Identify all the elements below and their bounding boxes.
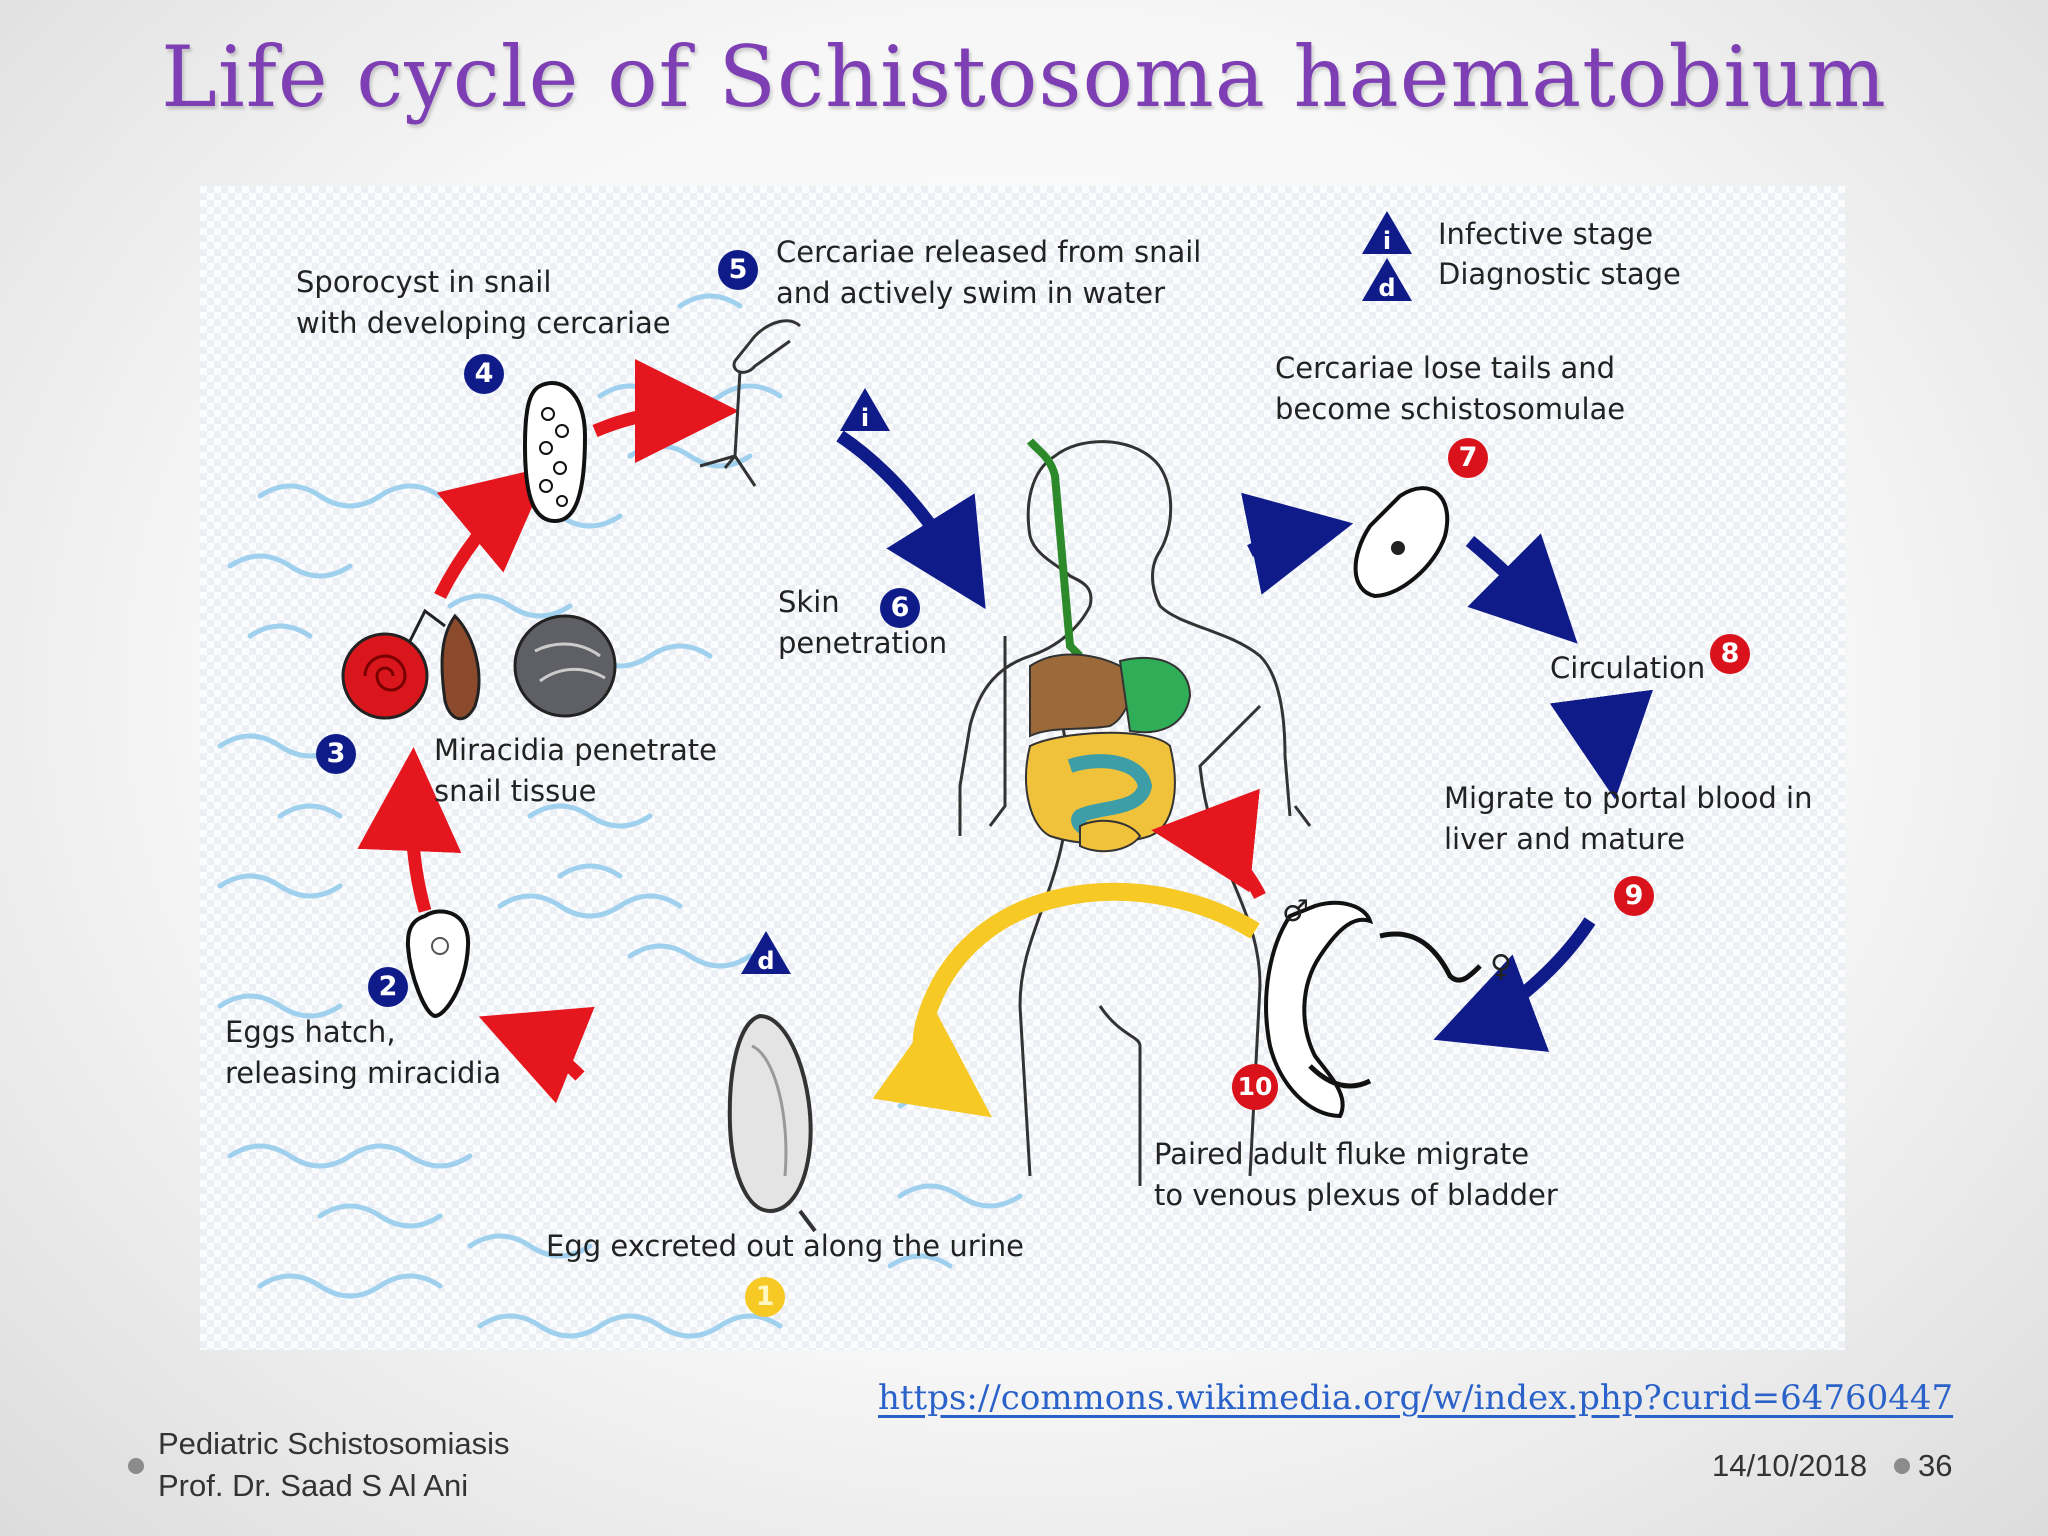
stage-2-badge: 2: [368, 967, 408, 1007]
stage-6-badge: 6: [880, 588, 920, 628]
svg-text:d: d: [757, 947, 774, 975]
digestive-organs: [1025, 438, 1192, 853]
arrow-3-to-4: [434, 466, 550, 599]
arrow-2-to-3: [357, 747, 462, 913]
arrow-10-to-bladder: [1151, 788, 1266, 899]
male-symbol: ♂: [1282, 894, 1309, 929]
diagnostic-stage-marker-icon: d: [741, 931, 791, 975]
footer-date: 14/10/2018: [1712, 1448, 1868, 1483]
stage-10-badge: 10: [1232, 1064, 1278, 1110]
water-waves: [217, 293, 1023, 1339]
sporocyst-icon: [522, 381, 588, 524]
legend-diagnostic-icon: d: [1362, 258, 1412, 302]
arrow-bladder-to-1: [872, 882, 1260, 1118]
legend-infective-icon: i: [1362, 211, 1412, 255]
svg-text:i: i: [1383, 227, 1391, 255]
female-symbol: ♀: [1490, 949, 1512, 984]
stage-9-badge: 9: [1614, 876, 1654, 916]
miracidium-icon: [405, 909, 471, 1019]
svg-text:d: d: [1378, 274, 1395, 302]
adult-fluke-pair-icon: [1266, 903, 1482, 1119]
footer-author: Prof. Dr. Saad S Al Ani: [158, 1468, 469, 1503]
life-cycle-diagram: ♂ ♀ i d i d Infective stage Diagnostic s…: [200, 186, 1845, 1350]
arrow-4-to-5: [592, 359, 739, 464]
stage-1-badge: 1: [745, 1277, 785, 1317]
stage-8-badge: 8: [1710, 634, 1750, 674]
stage-4-badge: 4: [464, 354, 504, 394]
svg-text:i: i: [861, 404, 869, 432]
stage-1-label: Egg excreted out along the urine: [546, 1229, 1024, 1263]
stage-7-badge: 7: [1448, 438, 1488, 478]
page-title: Life cycle of Schistosoma haematobium: [161, 28, 1887, 126]
arrow-9-to-10: [1433, 917, 1596, 1052]
schistosomulum-icon: [1353, 486, 1450, 599]
cercaria-icon: [699, 319, 802, 487]
legend-infective-label: Infective stage: [1438, 217, 1654, 251]
stage-8-label: Circulation: [1550, 651, 1706, 685]
egg-icon: [727, 1013, 817, 1233]
arrow-1-to-2: [478, 1006, 595, 1104]
stage-3-badge: 3: [316, 734, 356, 774]
arrow-8-to-9: [1549, 689, 1653, 800]
footer-right-bullet: [1894, 1458, 1910, 1474]
footer-course-title: Pediatric Schistosomiasis: [158, 1426, 510, 1461]
arrow-7-to-8: [1465, 533, 1578, 644]
arrow-5-to-6: [836, 430, 986, 610]
snail-icon: [341, 608, 617, 720]
stage-2-label: Eggs hatch,releasing miracidia: [225, 1015, 502, 1090]
legend-diagnostic-label: Diagnostic stage: [1438, 257, 1681, 291]
diagram-artwork: ♂ ♀ i d i d: [200, 186, 1653, 1339]
source-link[interactable]: https://commons.wikimedia.org/w/index.ph…: [878, 1378, 1954, 1418]
page-number: 36: [1918, 1448, 1953, 1483]
infective-stage-marker-icon: i: [840, 388, 890, 432]
arrow-6-to-7: [1241, 492, 1354, 595]
stage-5-badge: 5: [718, 250, 758, 290]
footer-left-bullet: [128, 1458, 144, 1474]
